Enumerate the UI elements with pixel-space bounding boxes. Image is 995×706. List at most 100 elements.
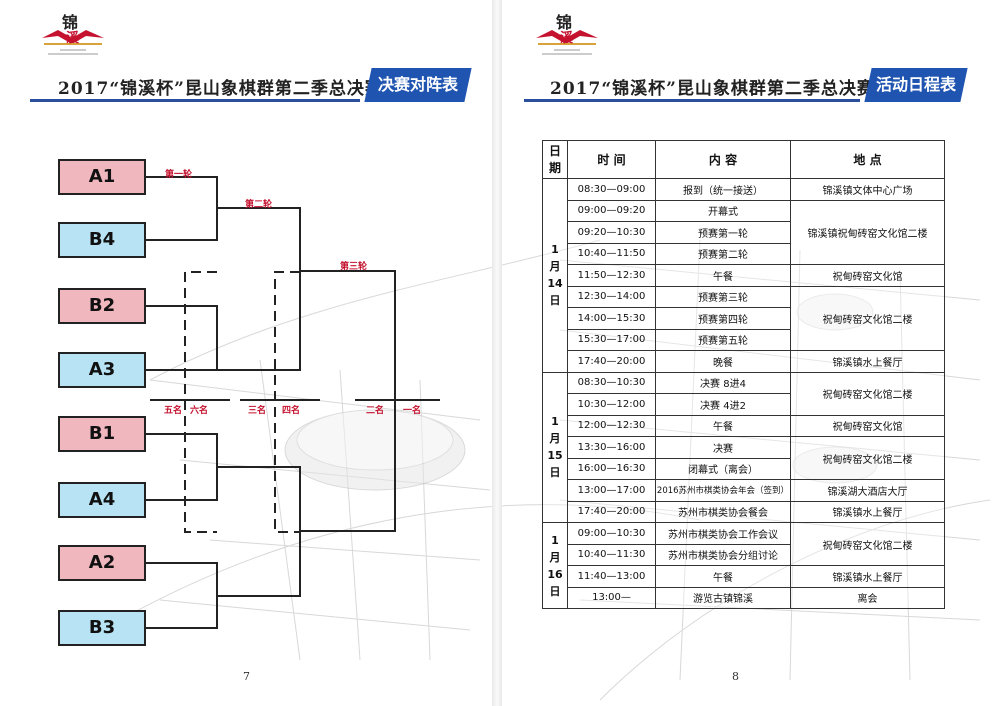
logo-char-1: 锦 bbox=[62, 13, 78, 32]
time-cell: 13:30—16:00 bbox=[567, 436, 656, 459]
page-number-right: 8 bbox=[732, 670, 739, 683]
header-badge-schedule: 活动日程表 bbox=[864, 68, 968, 102]
content-cell: 决赛 8进4 bbox=[655, 371, 791, 394]
header-badge-label: 活动日程表 bbox=[875, 75, 956, 94]
team-a2: A2 bbox=[58, 545, 146, 581]
time-cell: 10:40—11:30 bbox=[567, 543, 656, 566]
time-cell: 14:00—15:30 bbox=[567, 307, 656, 330]
time-cell: 08:30—09:00 bbox=[567, 178, 656, 201]
table-row: 10:40—11:30 苏州市棋类协会分组讨论 bbox=[543, 543, 945, 566]
place-label-2: 二名 bbox=[366, 406, 385, 416]
header-title: 2017“锦溪杯”昆山象棋群第二季总决赛 bbox=[58, 79, 383, 99]
team-a1: A1 bbox=[58, 159, 146, 195]
page-schedule: 锦 溪 2017“锦溪杯”昆山象棋群第二季总决赛 活动日程表 日期 时 间 内 … bbox=[502, 0, 995, 706]
table-row: 13:00—17:00 2016苏州市棋类协会年会（签到） 锦溪湖大酒店大厅 bbox=[543, 479, 945, 502]
location-cell: 祝甸砖窑文化馆二楼 bbox=[790, 522, 945, 566]
content-cell: 预赛第二轮 bbox=[655, 242, 791, 265]
location-cell: 祝甸砖窑文化馆二楼 bbox=[790, 436, 945, 480]
table-row: 09:20—10:30 预赛第一轮 bbox=[543, 221, 945, 244]
time-cell: 17:40—20:00 bbox=[567, 350, 656, 373]
bracket-lines bbox=[146, 176, 440, 629]
location-cell: 锦溪镇水上餐厅 bbox=[790, 350, 945, 373]
time-cell: 16:00—16:30 bbox=[567, 457, 656, 480]
content-cell: 预赛第五轮 bbox=[655, 328, 791, 351]
logo: 锦 溪 bbox=[532, 8, 602, 60]
table-row: 15:30—17:00 预赛第五轮 bbox=[543, 328, 945, 351]
logo-icon: 锦 溪 bbox=[536, 13, 598, 55]
time-cell: 09:00—09:20 bbox=[567, 199, 656, 222]
content-cell: 闭幕式（离会） bbox=[655, 457, 791, 480]
table-row: 11:40—13:00 午餐 锦溪镇水上餐厅 bbox=[543, 565, 945, 588]
content-cell: 晚餐 bbox=[655, 350, 791, 373]
content-cell: 预赛第四轮 bbox=[655, 307, 791, 330]
header-bar-left: 2017“锦溪杯”昆山象棋群第二季总决赛 决赛对阵表 bbox=[30, 68, 472, 102]
location-cell: 祝甸砖窑文化馆二楼 bbox=[790, 285, 945, 351]
place-label-6: 六名 bbox=[190, 406, 209, 416]
location-cell: 锦溪镇水上餐厅 bbox=[790, 500, 945, 523]
team-a3: A3 bbox=[58, 352, 146, 388]
book-gutter bbox=[492, 0, 502, 706]
team-b1: B1 bbox=[58, 416, 146, 452]
time-cell: 15:30—17:00 bbox=[567, 328, 656, 351]
time-cell: 10:40—11:50 bbox=[567, 242, 656, 265]
table-row: 11:50—12:30 午餐 祝甸砖窑文化馆 bbox=[543, 264, 945, 287]
location-cell: 锦溪镇文体中心广场 bbox=[790, 178, 945, 201]
time-cell: 17:40—20:00 bbox=[567, 500, 656, 523]
time-cell: 13:00— bbox=[567, 586, 656, 609]
schedule-header-row: 日期 时 间 内 容 地 点 bbox=[542, 140, 945, 179]
team-b4: B4 bbox=[58, 222, 146, 258]
content-cell: 午餐 bbox=[655, 414, 791, 437]
place-label-4: 四名 bbox=[282, 406, 301, 416]
content-cell: 开幕式 bbox=[655, 199, 791, 222]
logo-char-2: 溪 bbox=[66, 30, 80, 46]
table-row: 17:40—20:00 苏州市棋类协会餐会 锦溪镇水上餐厅 bbox=[543, 500, 945, 523]
time-cell: 08:30—10:30 bbox=[567, 371, 656, 394]
content-cell: 报到（统一接送） bbox=[655, 178, 791, 201]
time-cell: 12:30—14:00 bbox=[567, 285, 656, 308]
logo-char-2: 溪 bbox=[560, 30, 574, 46]
place-label-1: 一名 bbox=[403, 406, 422, 416]
content-cell: 苏州市棋类协会餐会 bbox=[655, 500, 791, 523]
logo-icon: 锦 溪 bbox=[42, 13, 104, 55]
content-cell: 游览古镇锦溪 bbox=[655, 586, 791, 609]
header-location: 地 点 bbox=[790, 140, 945, 179]
team-b2: B2 bbox=[58, 288, 146, 324]
header-rule bbox=[524, 99, 860, 102]
table-row: 16:00—16:30 闭幕式（离会） bbox=[543, 457, 945, 480]
location-cell: 祝甸砖窑文化馆 bbox=[790, 414, 945, 437]
team-a4: A4 bbox=[58, 482, 146, 518]
round-label-1: 第一轮 bbox=[165, 170, 193, 180]
content-cell: 决赛 4进2 bbox=[655, 393, 791, 416]
location-cell: 祝甸砖窑文化馆 bbox=[790, 264, 945, 287]
logo: 锦 溪 bbox=[38, 8, 108, 60]
round-label-2: 第二轮 bbox=[245, 200, 273, 210]
table-row: 12:30—14:00 预赛第三轮 祝甸砖窑文化馆二楼 bbox=[543, 285, 945, 351]
time-cell: 09:00—10:30 bbox=[567, 522, 656, 545]
time-cell: 10:30—12:00 bbox=[567, 393, 656, 416]
content-cell: 2016苏州市棋类协会年会（签到） bbox=[655, 479, 791, 502]
table-row: 14:00—15:30 预赛第四轮 bbox=[543, 307, 945, 330]
place-label-3: 三名 bbox=[248, 406, 267, 416]
place-label-5: 五名 bbox=[164, 406, 183, 416]
content-cell: 午餐 bbox=[655, 264, 791, 287]
table-row: 17:40—20:00 晚餐 锦溪镇水上餐厅 bbox=[543, 350, 945, 373]
content-cell: 苏州市棋类协会工作会议 bbox=[655, 522, 791, 545]
table-row: 09:00—09:20 开幕式 锦溪镇祝甸砖窑文化馆二楼 bbox=[543, 199, 945, 265]
header-title: 2017“锦溪杯”昆山象棋群第二季总决赛 bbox=[550, 79, 875, 99]
header-time: 时 间 bbox=[567, 140, 656, 179]
content-cell: 苏州市棋类协会分组讨论 bbox=[655, 543, 791, 566]
header-content: 内 容 bbox=[655, 140, 791, 179]
page-bracket: 锦 溪 2017“锦溪杯”昆山象棋群第二季总决赛 决赛对阵表 bbox=[0, 0, 492, 706]
team-b3: B3 bbox=[58, 610, 146, 646]
location-cell: 锦溪镇祝甸砖窑文化馆二楼 bbox=[790, 199, 945, 265]
content-cell: 预赛第一轮 bbox=[655, 221, 791, 244]
header-rule bbox=[30, 99, 360, 102]
time-cell: 13:00—17:00 bbox=[567, 479, 656, 502]
header-date: 日期 bbox=[542, 140, 568, 179]
round-label-3: 第三轮 bbox=[340, 262, 368, 272]
